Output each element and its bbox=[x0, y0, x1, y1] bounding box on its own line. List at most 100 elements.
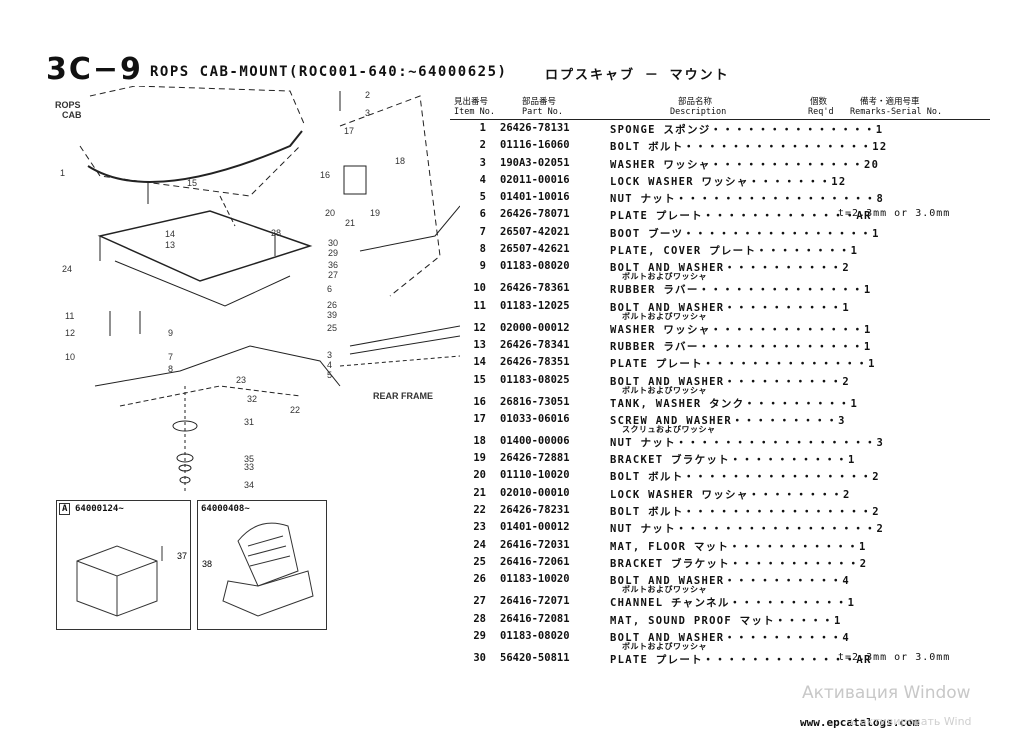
svg-text:20: 20 bbox=[325, 208, 335, 218]
svg-text:21: 21 bbox=[345, 218, 355, 228]
rear-frame-label: REAR FRAME bbox=[373, 391, 433, 401]
description: NUT ナット・・・・・・・・・・・・・・・・・2 bbox=[610, 523, 885, 536]
description-jp: ボルトおよびワッシャ bbox=[622, 272, 707, 282]
svg-text:35: 35 bbox=[244, 454, 254, 464]
description: NUT ナット・・・・・・・・・・・・・・・・・8 bbox=[610, 193, 885, 206]
svg-text:30: 30 bbox=[328, 238, 338, 248]
description: BOLT ボルト・・・・・・・・・・・・・・・・2 bbox=[610, 471, 880, 484]
table-header: 見出番号 Item No. 部品番号 Part No. 部品名称 Descrip… bbox=[450, 95, 990, 120]
page-title: ROPS CAB-MOUNT(ROC001-640:~64000625) bbox=[150, 64, 508, 80]
description: LOCK WASHER ワッシャ・・・・・・・12 bbox=[610, 175, 847, 188]
description: BOLT AND WASHER・・・・・・・・・・1 bbox=[610, 301, 850, 314]
item-number: 5 bbox=[479, 191, 486, 204]
svg-text:9: 9 bbox=[168, 328, 173, 338]
part-number: 01183-10020 bbox=[500, 573, 570, 586]
description: BOOT ブーツ・・・・・・・・・・・・・・・・1 bbox=[610, 227, 880, 240]
description: MAT, FLOOR マット・・・・・・・・・・・1 bbox=[610, 540, 867, 553]
part-number: 26416-72061 bbox=[500, 555, 570, 568]
part-number: 01401-00012 bbox=[500, 521, 570, 534]
item-number: 2 bbox=[479, 139, 486, 152]
svg-text:13: 13 bbox=[165, 240, 175, 250]
description: BOLT ボルト・・・・・・・・・・・・・・・・2 bbox=[610, 506, 880, 519]
svg-text:17: 17 bbox=[344, 126, 354, 136]
item-number: 10 bbox=[473, 282, 486, 295]
svg-text:31: 31 bbox=[244, 417, 254, 427]
svg-text:39: 39 bbox=[327, 310, 337, 320]
description: CHANNEL チャンネル・・・・・・・・・・1 bbox=[610, 597, 856, 610]
svg-text:34: 34 bbox=[244, 480, 254, 490]
item-number: 6 bbox=[479, 208, 486, 221]
svg-text:23: 23 bbox=[236, 375, 246, 385]
inset-b-serial: 64000408~ bbox=[201, 504, 250, 514]
part-number: 01116-16060 bbox=[500, 139, 570, 152]
svg-text:19: 19 bbox=[370, 208, 380, 218]
remarks: t=2.3mm or 3.0mm bbox=[838, 208, 951, 220]
inset-box-a: A 64000124~ 37 bbox=[56, 500, 191, 630]
item-number: 3 bbox=[479, 156, 486, 169]
item-number: 30 bbox=[473, 651, 486, 664]
part-number: 01183-12025 bbox=[500, 299, 570, 312]
svg-text:16: 16 bbox=[320, 170, 330, 180]
description: TANK, WASHER タンク・・・・・・・・・1 bbox=[610, 397, 859, 410]
svg-text:25: 25 bbox=[327, 323, 337, 333]
part-number: 190A3-02051 bbox=[500, 156, 570, 169]
part-number: 26426-78131 bbox=[500, 122, 570, 134]
item-number: 1 bbox=[479, 122, 486, 134]
item-number: 22 bbox=[473, 504, 486, 517]
item-number: 13 bbox=[473, 338, 486, 351]
svg-text:11: 11 bbox=[65, 311, 74, 321]
svg-text:28: 28 bbox=[271, 228, 281, 238]
item-number: 26 bbox=[473, 573, 486, 586]
activation-watermark-sub: ь активировать Wind bbox=[850, 715, 972, 728]
table-row: 2 01116-16060 BOLT ボルト・・・・・・・・・・・・・・・・12 bbox=[450, 137, 990, 154]
svg-text:37: 37 bbox=[177, 551, 187, 561]
footer-site[interactable]: www.epcatalogs.com bbox=[800, 716, 920, 729]
svg-text:4: 4 bbox=[327, 360, 332, 370]
page-title-jp: ロプスキャブ － マウント bbox=[545, 68, 730, 83]
item-number: 23 bbox=[473, 521, 486, 534]
description: PLATE プレート・・・・・・・・・・・・・・1 bbox=[610, 358, 876, 371]
item-number: 4 bbox=[479, 173, 486, 186]
svg-text:22: 22 bbox=[290, 405, 300, 415]
description: BOLT ボルト・・・・・・・・・・・・・・・・12 bbox=[610, 141, 888, 154]
svg-text:24: 24 bbox=[62, 264, 72, 274]
description: BOLT AND WASHER・・・・・・・・・・2 bbox=[610, 375, 850, 388]
description-jp: スクリュおよびワッシャ bbox=[622, 424, 716, 434]
parts-table: 見出番号 Item No. 部品番号 Part No. 部品名称 Descrip… bbox=[450, 95, 990, 667]
svg-text:36: 36 bbox=[328, 260, 338, 270]
description: BRACKET ブラケット・・・・・・・・・・1 bbox=[610, 454, 856, 467]
description: BOLT AND WASHER・・・・・・・・・・4 bbox=[610, 575, 850, 588]
part-number: 56420-50811 bbox=[500, 651, 570, 664]
svg-text:8: 8 bbox=[168, 364, 173, 374]
rops-cab-label: ROPS bbox=[55, 100, 81, 110]
description-jp: ボルトおよびワッシャ bbox=[622, 585, 707, 595]
part-number: 26426-78351 bbox=[500, 356, 570, 369]
item-number: 14 bbox=[473, 356, 486, 369]
svg-text:2: 2 bbox=[365, 90, 370, 100]
description: MAT, SOUND PROOF マット・・・・・1 bbox=[610, 614, 842, 627]
description: RUBBER ラバー・・・・・・・・・・・・・・1 bbox=[610, 284, 872, 297]
description: WASHER ワッシャ・・・・・・・・・・・・・1 bbox=[610, 323, 872, 336]
part-number: 01183-08020 bbox=[500, 260, 570, 273]
svg-text:26: 26 bbox=[327, 300, 337, 310]
description: PLATE, COVER プレート・・・・・・・・1 bbox=[610, 245, 859, 258]
svg-text:38: 38 bbox=[202, 559, 212, 569]
